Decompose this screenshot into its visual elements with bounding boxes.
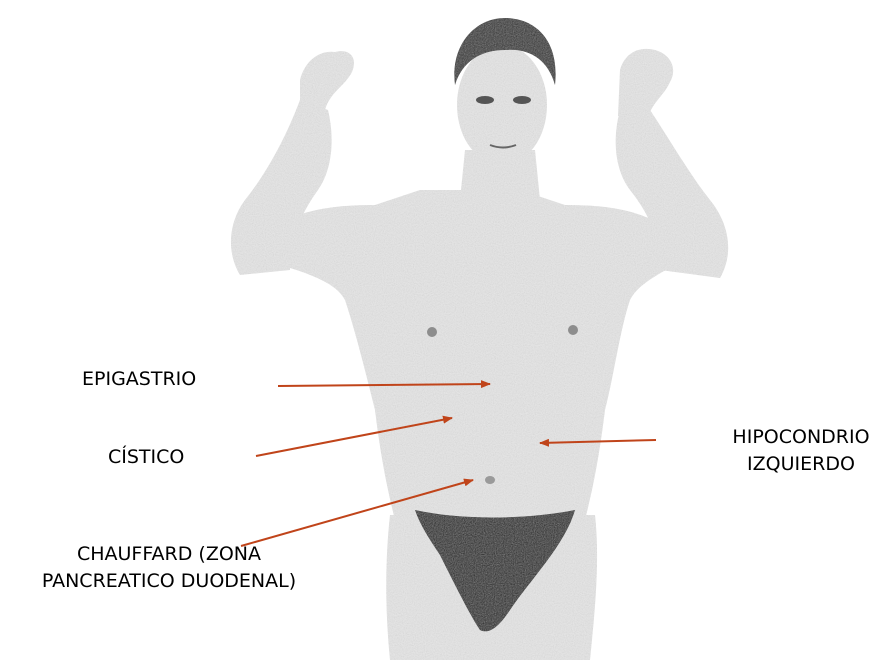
left-eye (476, 96, 494, 104)
right-hand (618, 49, 673, 120)
cistico-label: CÍSTICO (108, 444, 184, 471)
torso (245, 190, 690, 520)
hipocondrio-label: HIPOCONDRIO IZQUIERDO (711, 424, 891, 478)
epigastrio-label: EPIGASTRIO (82, 366, 196, 393)
navel (485, 476, 495, 484)
hipocondrio-label-line1: HIPOCONDRIO (711, 424, 891, 451)
hipocondrio-label-line2: IZQUIERDO (711, 451, 891, 478)
chauffard-label: CHAUFFARD (ZONA PANCREATICO DUODENAL) (0, 541, 338, 595)
left-nipple (427, 327, 437, 337)
left-hand (300, 51, 354, 110)
chauffard-label-line1: CHAUFFARD (ZONA (0, 541, 338, 568)
right-eye (513, 96, 531, 104)
chauffard-label-line2: PANCREATICO DUODENAL) (0, 568, 338, 595)
right-nipple (568, 325, 578, 335)
